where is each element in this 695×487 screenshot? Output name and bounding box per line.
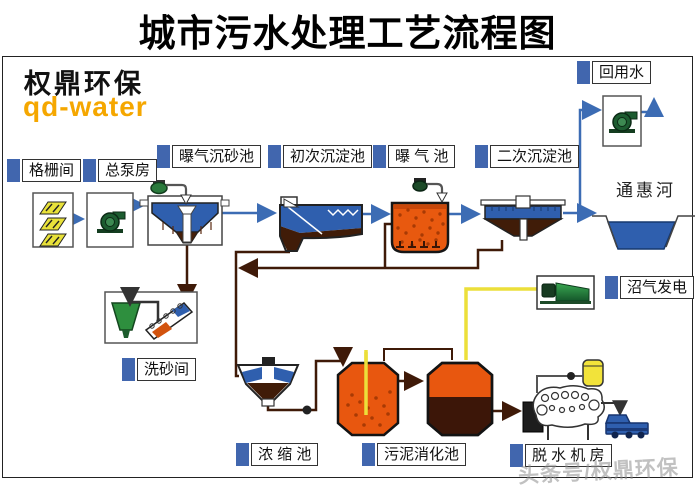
page-title: 城市污水处理工艺流程图 (138, 13, 557, 54)
label-aeration-tank: 曝 气 池 (373, 145, 456, 168)
label-thickener: 浓 缩 池 (236, 443, 319, 466)
sludge-truck-icon (604, 414, 649, 439)
grating-room-icon (32, 192, 74, 248)
label-sand-washing: 洗砂间 (122, 358, 197, 381)
label-digester: 污泥消化池 (362, 443, 467, 466)
blower-icon (412, 178, 428, 192)
label-marker-icon (373, 145, 386, 168)
belt-press-icon (522, 359, 628, 440)
label-marker-icon (122, 358, 135, 381)
label-marker-icon (362, 443, 375, 466)
blower-icon (150, 180, 168, 195)
label-marker-icon (268, 145, 281, 168)
label-marker-icon (7, 159, 20, 182)
polymer-tank-icon (582, 359, 604, 387)
river-label: 通惠河 (616, 181, 676, 200)
label-grit-chamber: 曝气沉砂池 (157, 145, 262, 168)
aeration-tank-icon (390, 178, 450, 254)
brand-logo-text: qd-water (23, 91, 148, 122)
grit-chamber-icon (139, 180, 230, 246)
biogas-generator-icon (536, 275, 595, 310)
thickener-icon (236, 357, 300, 407)
label-marker-icon (157, 145, 170, 168)
label-marker-icon (605, 276, 618, 299)
label-marker-icon (577, 61, 590, 84)
label-biogas-power: 沼气发电 (605, 276, 695, 299)
brand-name: 权鼎环保 (24, 69, 144, 99)
digester-2-icon (426, 361, 494, 437)
secondary-clarifier-icon (480, 195, 566, 241)
river-icon (592, 215, 695, 250)
diagram-frame (2, 56, 693, 478)
digester-1-icon (336, 352, 400, 437)
primary-clarifier-icon (279, 196, 363, 252)
label-marker-icon (83, 159, 96, 182)
label-reuse-water: 回用水 (577, 61, 652, 84)
label-secondary-tank: 二次沉淀池 (475, 145, 580, 168)
label-grating-room: 格栅间 (7, 159, 82, 182)
label-marker-icon (510, 444, 523, 467)
label-dewatering: 脱 水 机 房 (510, 444, 612, 467)
label-pump-house: 总泵房 (83, 159, 158, 182)
label-marker-icon (236, 443, 249, 466)
sludge-flow-lines (177, 222, 522, 421)
label-primary-tank: 初次沉淀池 (268, 145, 373, 168)
reuse-pump-icon (602, 95, 642, 147)
label-marker-icon (475, 145, 488, 168)
sand-washer-icon (104, 287, 198, 344)
main-pump-icon (86, 192, 134, 248)
